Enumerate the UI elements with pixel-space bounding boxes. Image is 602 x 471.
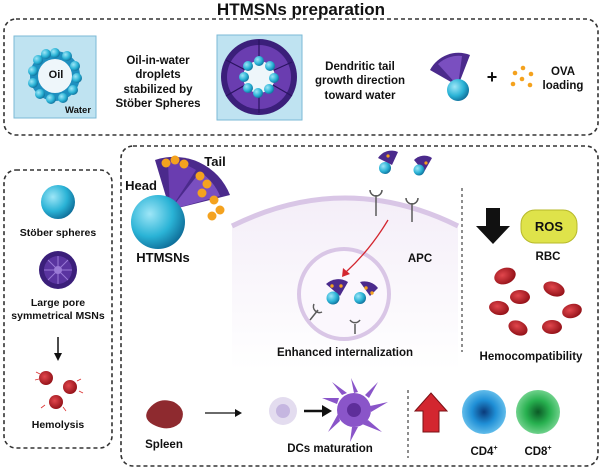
dendritic-droplet-figure [216,34,303,121]
droplet-line-3: stabilized by [123,83,193,96]
mature-dc [322,378,388,442]
htmsn-small-figure [430,52,470,101]
cd4-label: CD4+ [464,445,504,459]
plus-sign: + [486,67,498,87]
ova-label: OVA loading [540,65,598,94]
incoming-particles [378,150,432,176]
hemocompatibility-label: Hemocompatibility [479,351,583,363]
oil-droplet-figure [13,35,97,119]
head-label: Head [125,178,157,193]
spleen-label: Spleen [145,439,183,451]
cd4-cell [462,390,506,434]
internalization-arrow [342,219,389,277]
droplet-line-2: droplets [135,69,181,82]
droplet-line-4: Stöber Spheres [115,98,201,111]
hemolysis-cells [34,371,84,412]
water-label: Water [64,105,92,116]
htmsn-large-figure [131,155,230,249]
ova-line-1: OVA [550,66,576,78]
cd8-label: CD8+ [518,445,558,459]
spleen-arrow [205,409,242,417]
internalized-particles [309,279,378,334]
immature-dc [269,397,297,425]
red-up-arrow [413,392,449,433]
hemolysis-label: Hemolysis [31,419,85,431]
stober-sphere [41,185,75,219]
msn-line-2: symmetrical MSNs [11,310,105,323]
cd4-sup: + [493,445,498,453]
msn-label: Large pore symmetrical MSNs [6,297,110,323]
left-panel-border [3,169,113,449]
cd8-sup: + [547,445,552,453]
msn-sphere [39,251,77,289]
cd8-cell [516,390,560,434]
ros-down-arrow [476,208,510,244]
left-down-arrow [54,337,62,361]
ros-pill [520,209,578,244]
htmsns-label: HTMSNs [136,250,190,265]
page-title: HTMSNs preparation [216,0,386,19]
dendritic-line-1: Dendritic tail [325,61,395,73]
tail-label: Tail [204,154,226,169]
rbc-label: RBC [535,251,561,263]
cd4-text: CD4 [470,446,494,458]
ova-dots [510,65,534,88]
internalization-label: Enhanced internalization [276,347,414,359]
dc-arrow [304,405,332,417]
msn-line-1: Large pore [30,297,86,309]
ova-line-2: loading [542,80,584,93]
rbc-cluster [489,267,582,336]
dendritic-line-2: growth direction [314,75,406,88]
cd8-text: CD8 [524,446,548,458]
dendritic-description: Dendritic tail growth direction toward w… [305,60,415,103]
membrane-receptors [369,189,419,222]
spleen-figure [146,400,183,429]
dc-maturation-label: DCs maturation [287,443,373,455]
stober-label: Stöber spheres [19,227,97,239]
oil-label: Oil [48,69,64,81]
dendritic-line-3: toward water [324,89,396,102]
ros-label: ROS [534,219,564,234]
main-panel-border [120,145,599,467]
apc-label: APC [407,253,433,265]
droplet-description: Oil-in-water droplets stabilized by Stöb… [103,54,213,112]
droplet-line-1: Oil-in-water [126,55,190,67]
